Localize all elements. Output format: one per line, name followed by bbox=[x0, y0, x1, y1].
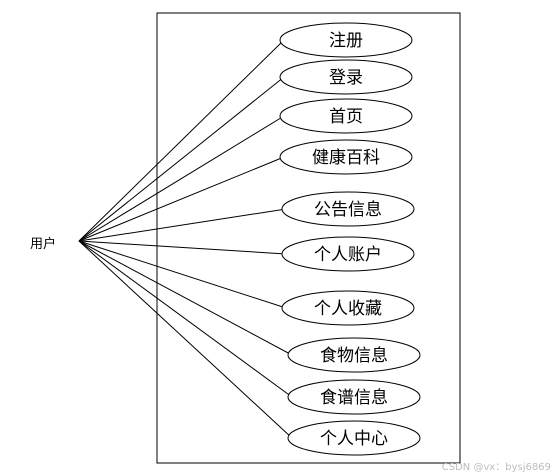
association-line bbox=[78, 240, 293, 356]
use-case-label: 健康百科 bbox=[312, 148, 380, 168]
association-line bbox=[78, 240, 293, 439]
use-case-label: 食物信息 bbox=[320, 346, 388, 366]
use-case-label: 个人收藏 bbox=[314, 299, 382, 319]
use-case-label: 食谱信息 bbox=[320, 388, 388, 408]
use-case: 注册 bbox=[279, 22, 413, 58]
use-case-ellipse bbox=[279, 22, 413, 58]
use-case-label: 登录 bbox=[329, 68, 363, 88]
use-case: 食谱信息 bbox=[287, 379, 421, 415]
association-line bbox=[78, 156, 285, 242]
use-case: 食物信息 bbox=[287, 337, 421, 373]
use-case-ellipse bbox=[279, 98, 413, 134]
association-lines bbox=[78, 39, 293, 439]
association-line bbox=[78, 240, 293, 398]
use-case-label: 个人中心 bbox=[320, 429, 388, 449]
association-line bbox=[78, 208, 287, 242]
use-case-ellipse bbox=[281, 236, 415, 272]
association-line bbox=[78, 76, 285, 242]
use-case: 个人收藏 bbox=[281, 290, 415, 326]
association-line bbox=[78, 39, 285, 242]
use-case-ellipse bbox=[287, 420, 421, 456]
use-case: 健康百科 bbox=[279, 139, 413, 175]
use-case: 公告信息 bbox=[281, 191, 415, 227]
use-case-ellipse bbox=[279, 59, 413, 95]
association-line bbox=[78, 240, 287, 255]
use-case-ellipse bbox=[279, 139, 413, 175]
use-case: 个人账户 bbox=[281, 236, 415, 272]
use-case-ellipse bbox=[287, 379, 421, 415]
use-case-ellipse bbox=[281, 191, 415, 227]
use-case-ellipse bbox=[281, 290, 415, 326]
actor-label: 用户 bbox=[30, 236, 56, 252]
association-line bbox=[78, 115, 285, 242]
system-boundary bbox=[156, 12, 461, 464]
use-case-label: 注册 bbox=[329, 31, 363, 51]
use-case: 登录 bbox=[279, 59, 413, 95]
use-case: 首页 bbox=[279, 98, 413, 134]
use-case: 个人中心 bbox=[287, 420, 421, 456]
watermark: CSDN @vx：bysj6869 bbox=[442, 462, 551, 473]
use-case-label: 公告信息 bbox=[314, 200, 382, 220]
use-case-label: 个人账户 bbox=[314, 245, 382, 265]
use-case-label: 首页 bbox=[329, 107, 363, 127]
use-case-ellipse bbox=[287, 337, 421, 373]
association-line bbox=[78, 240, 287, 309]
